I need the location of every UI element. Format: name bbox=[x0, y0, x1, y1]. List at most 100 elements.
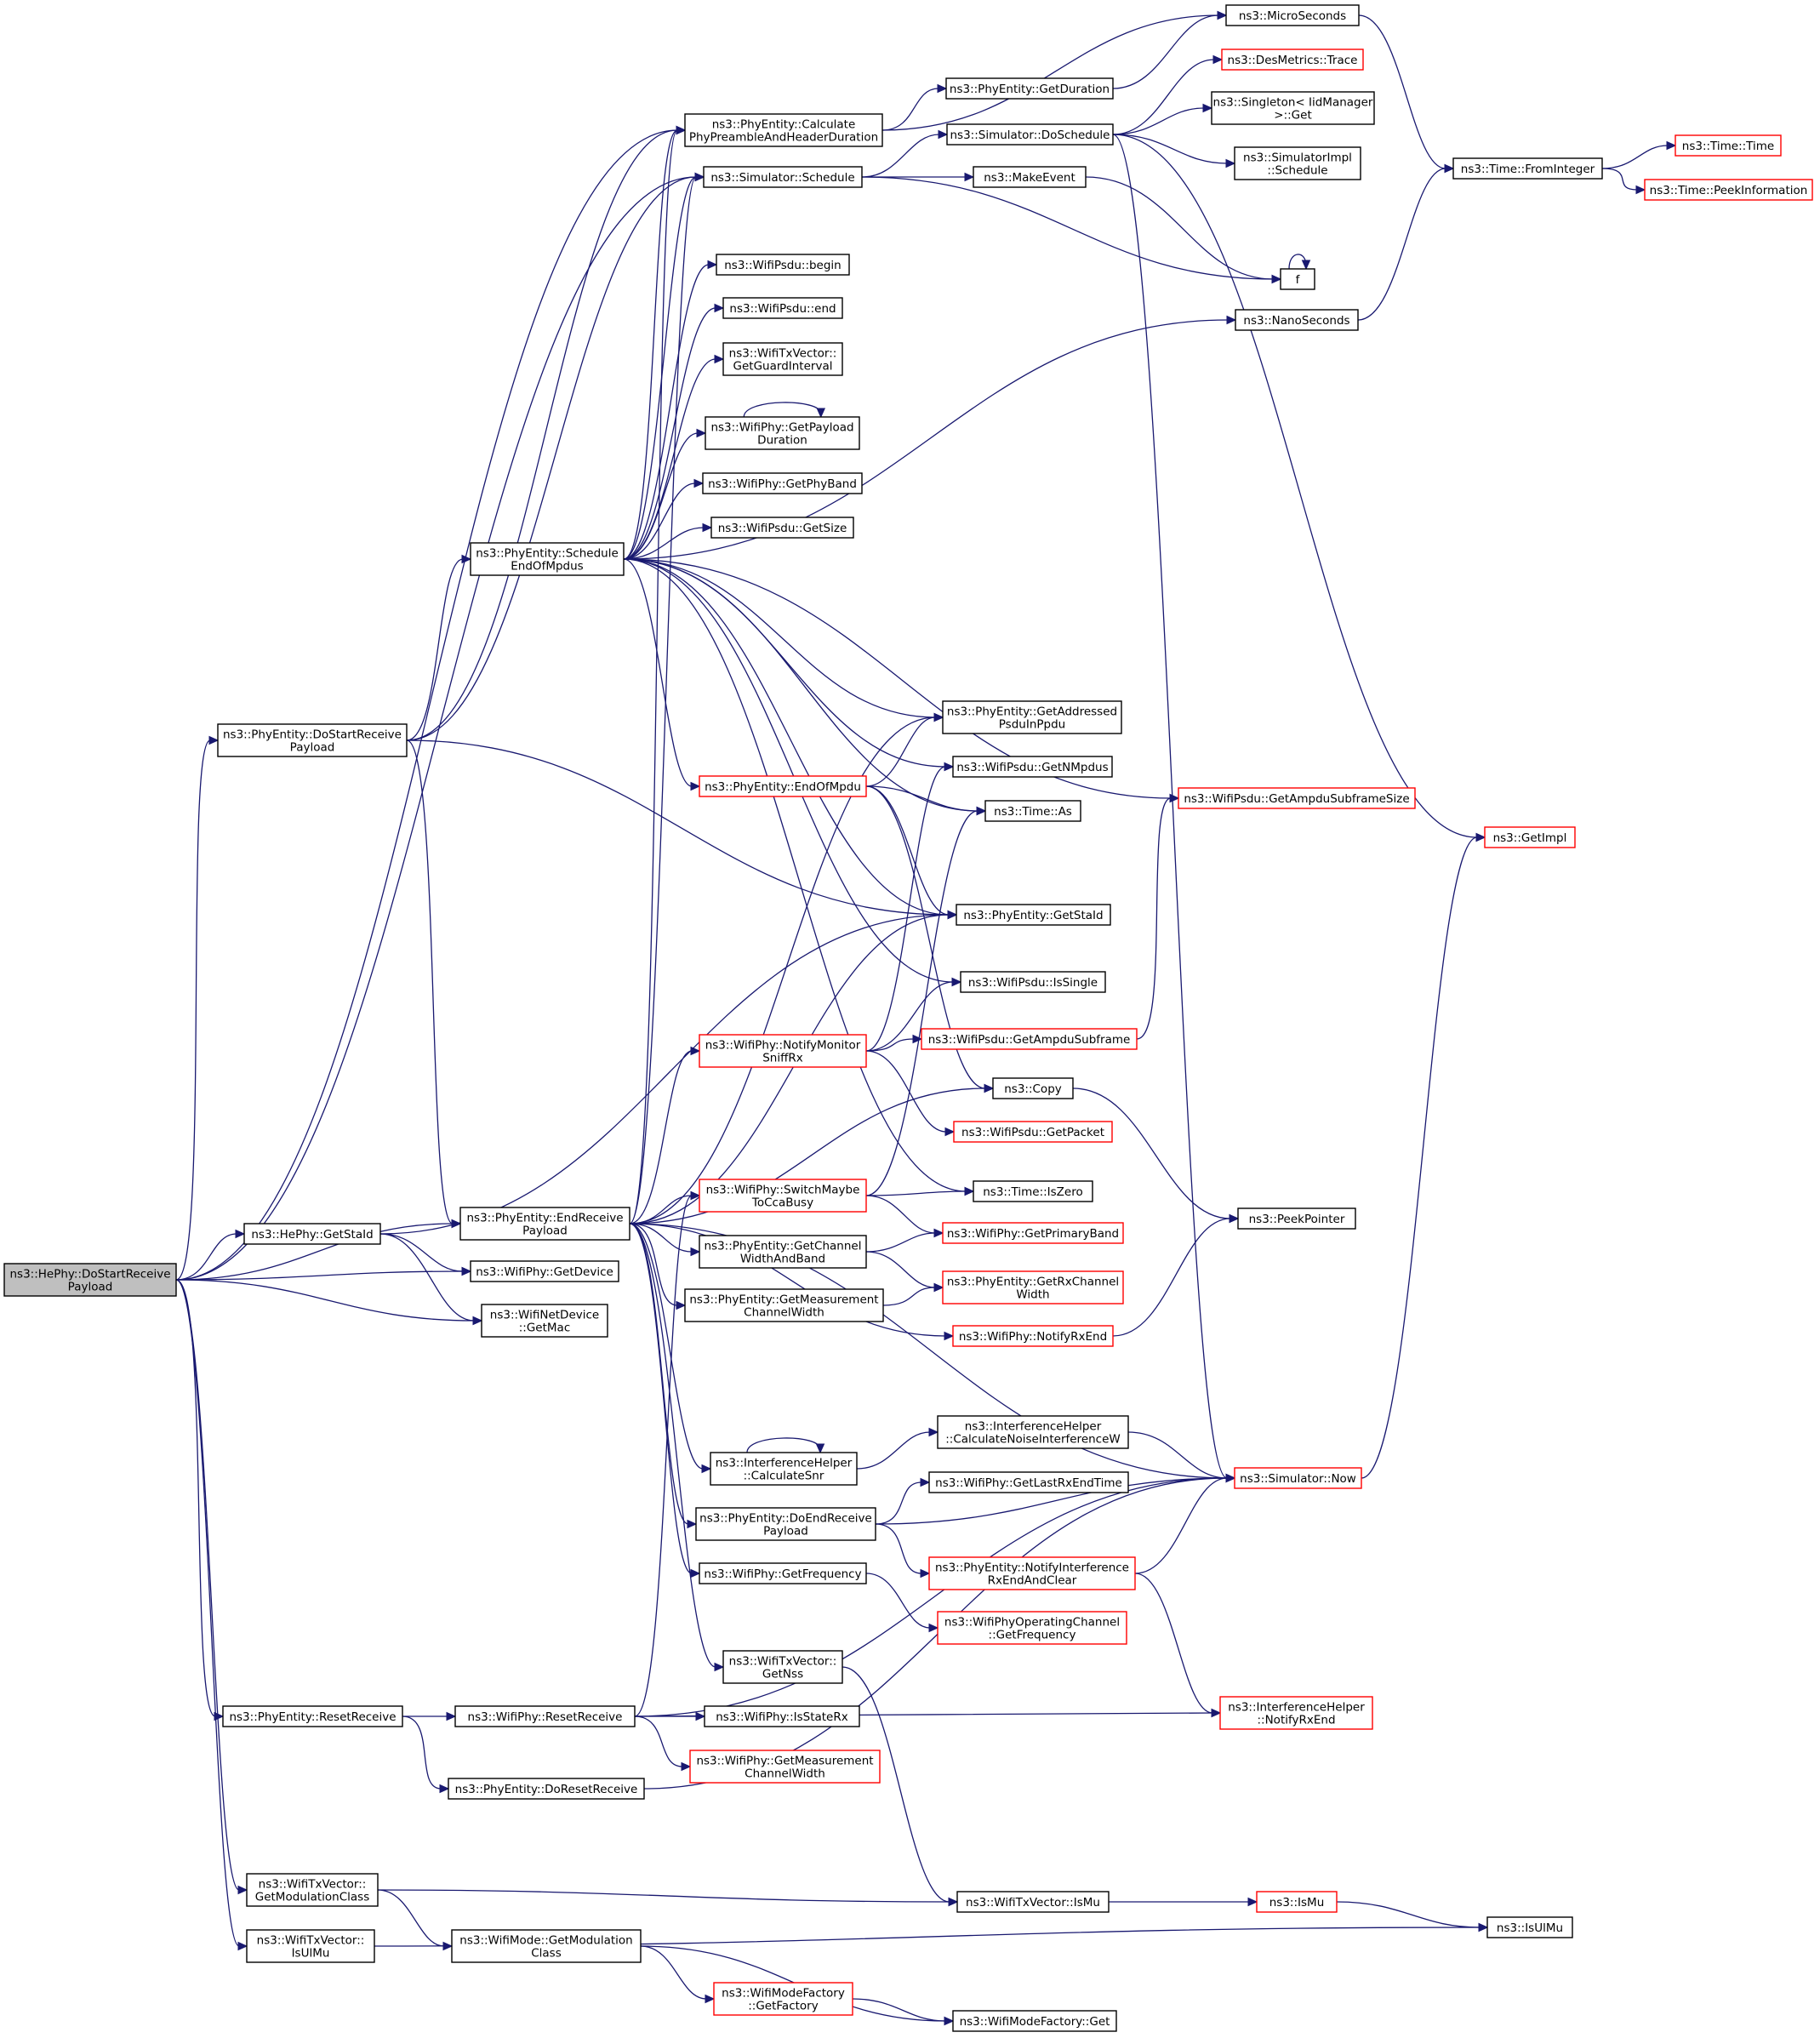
node-psdu-getampdusubframe[interactable]: ns3::WifiPsdu::GetAmpduSubframe bbox=[921, 1028, 1138, 1050]
edge-hephy_getstaid-to-netdev_getmac bbox=[379, 1233, 483, 1326]
node-label: WidthAndBand bbox=[740, 1253, 825, 1266]
node-label: ns3::PhyEntity::Schedule bbox=[476, 547, 619, 561]
node-time-time[interactable]: ns3::Time::Time bbox=[1675, 134, 1782, 157]
edge-pe_endreceive-to-phy_notifymonitor bbox=[629, 1046, 701, 1225]
node-pe-endofmpdu[interactable]: ns3::PhyEntity::EndOfMpdu bbox=[699, 775, 867, 797]
node-modefactory-get[interactable]: ns3::WifiModeFactory::Get bbox=[952, 2010, 1117, 2032]
node-singleton-get[interactable]: ns3::Singleton< IidManager>::Get bbox=[1211, 91, 1375, 125]
node-f[interactable]: f bbox=[1280, 268, 1315, 290]
node-pe-getmeasurementcw[interactable]: ns3::PhyEntity::GetMeasurementChannelWid… bbox=[684, 1288, 884, 1322]
node-label: ns3::WifiPsdu::GetNMpdus bbox=[956, 761, 1108, 774]
node-sim-doschedule[interactable]: ns3::Simulator::DoSchedule bbox=[946, 123, 1114, 146]
node-txv-ismu[interactable]: ns3::WifiTxVector::IsMu bbox=[956, 1891, 1110, 1913]
node-getimpl[interactable]: ns3::GetImpl bbox=[1484, 826, 1576, 848]
node-psdu-begin[interactable]: ns3::WifiPsdu::begin bbox=[716, 254, 850, 276]
edge-ih_calcnoise-to-sim_now bbox=[1127, 1431, 1236, 1483]
node-netdev-getmac[interactable]: ns3::WifiNetDevice::GetMac bbox=[481, 1304, 608, 1338]
node-peekpointer[interactable]: ns3::PeekPointer bbox=[1237, 1207, 1356, 1230]
node-pe-doresetreceive[interactable]: ns3::PhyEntity::DoResetReceive bbox=[448, 1778, 645, 1800]
node-label: ns3::PhyEntity::DoResetReceive bbox=[455, 1783, 638, 1796]
edge-sim_doschedule-to-desmetrics bbox=[1112, 54, 1224, 135]
node-time-frominteger[interactable]: ns3::Time::FromInteger bbox=[1452, 157, 1603, 180]
edge-pe_getduration-to-microseconds bbox=[1112, 10, 1228, 89]
edge-makeevent-to-f bbox=[1085, 176, 1282, 284]
edge-pe_endreceive-to-pe_getaddressed bbox=[629, 712, 944, 1225]
node-time-as[interactable]: ns3::Time::As bbox=[984, 800, 1081, 822]
node-isulmu[interactable]: ns3::IsUlMu bbox=[1486, 1916, 1573, 1938]
node-makeevent[interactable]: ns3::MakeEvent bbox=[973, 166, 1087, 188]
node-time-peekinfo[interactable]: ns3::Time::PeekInformation bbox=[1644, 179, 1813, 201]
node-desmetrics[interactable]: ns3::DesMetrics::Trace bbox=[1221, 49, 1364, 71]
node-modefactory-getfactory[interactable]: ns3::WifiModeFactory::GetFactory bbox=[713, 1982, 853, 2016]
node-ismu[interactable]: ns3::IsMu bbox=[1256, 1891, 1338, 1913]
edge-phy_resetreceive-to-phy_switchmaybe bbox=[634, 1190, 701, 1717]
edge-txv_getnss-to-txv_ismu bbox=[842, 1666, 959, 1907]
edge-mode_getmodclass-to-modefactory_getfactory bbox=[640, 1945, 716, 2004]
node-pe-resetreceive[interactable]: ns3::PhyEntity::ResetReceive bbox=[222, 1705, 403, 1727]
node-sim-schedule[interactable]: ns3::Simulator::Schedule bbox=[703, 166, 863, 188]
node-ih-calcsnr[interactable]: ns3::InterferenceHelper::CalculateSnr bbox=[710, 1452, 858, 1486]
node-label: ::GetFactory bbox=[748, 2000, 818, 2013]
node-phy-getlastrxend[interactable]: ns3::WifiPhy::GetLastRxEndTime bbox=[928, 1471, 1129, 1493]
edge-pe_schedule_eom-to-psdu_issingle bbox=[623, 558, 962, 987]
node-pe-notifyinterference[interactable]: ns3::PhyEntity::NotifyInterferenceRxEndA… bbox=[928, 1556, 1136, 1590]
node-phy-resetreceive[interactable]: ns3::WifiPhy::ResetReceive bbox=[454, 1705, 636, 1727]
node-phy-notifyrxend[interactable]: ns3::WifiPhy::NotifyRxEnd bbox=[952, 1325, 1114, 1347]
edge-pe_schedule_eom-to-psdu_begin bbox=[623, 260, 718, 560]
node-opchannel-getfreq[interactable]: ns3::WifiPhyOperatingChannel::GetFrequen… bbox=[937, 1611, 1127, 1645]
node-phy-getprimaryband[interactable]: ns3::WifiPhy::GetPrimaryBand bbox=[942, 1222, 1124, 1244]
node-label: ns3::PhyEntity::GetAddressed bbox=[947, 705, 1117, 719]
node-phy-isstaterx[interactable]: ns3::WifiPhy::IsStateRx bbox=[704, 1705, 860, 1727]
node-simimpl-schedule[interactable]: ns3::SimulatorImpl::Schedule bbox=[1234, 146, 1361, 180]
edge-hephy_dostart-to-hephy_getstaid bbox=[175, 1229, 246, 1281]
node-psdu-getnmpdus[interactable]: ns3::WifiPsdu::GetNMpdus bbox=[952, 756, 1113, 778]
node-microseconds[interactable]: ns3::MicroSeconds bbox=[1225, 4, 1360, 26]
node-phy-getphyband[interactable]: ns3::WifiPhy::GetPhyBand bbox=[702, 472, 863, 494]
node-phy-getdevice[interactable]: ns3::WifiPhy::GetDevice bbox=[470, 1260, 619, 1282]
edge-phy_notifymonitor-to-psdu_getpacket bbox=[865, 1050, 956, 1137]
node-hephy-getstaid[interactable]: ns3::HePhy::GetStaId bbox=[243, 1223, 381, 1245]
node-txv-getmodclass[interactable]: ns3::WifiTxVector::GetModulationClass bbox=[246, 1873, 379, 1907]
node-ih-notifyrxend[interactable]: ns3::InterferenceHelper::NotifyRxEnd bbox=[1219, 1696, 1373, 1730]
node-psdu-getsize[interactable]: ns3::WifiPsdu::GetSize bbox=[710, 517, 854, 539]
node-label: IsUlMu bbox=[292, 1947, 330, 1961]
node-label: ns3::WifiPsdu::end bbox=[729, 302, 836, 316]
node-psdu-issingle[interactable]: ns3::WifiPsdu::IsSingle bbox=[960, 971, 1106, 993]
node-nanoseconds[interactable]: ns3::NanoSeconds bbox=[1235, 309, 1359, 331]
edge-hephy_dostart-to-txv_getmodclass bbox=[175, 1279, 248, 1895]
node-label: ns3::Time::PeekInformation bbox=[1650, 184, 1808, 197]
node-pe-calcpreamble[interactable]: ns3::PhyEntity::CalculatePhyPreambleAndH… bbox=[684, 113, 883, 147]
node-label: ns3::Simulator::Now bbox=[1240, 1472, 1356, 1486]
node-pe-getduration[interactable]: ns3::PhyEntity::GetDuration bbox=[945, 77, 1114, 100]
edge-ih_calcsnr-to-ih_calcsnr bbox=[746, 1437, 825, 1454]
node-phy-getfrequency[interactable]: ns3::WifiPhy::GetFrequency bbox=[699, 1562, 867, 1584]
node-label: ns3::PhyEntity::GetChannel bbox=[705, 1240, 862, 1253]
edge-phy_getpayloaddur-to-phy_getpayloaddur bbox=[743, 402, 826, 419]
node-psdu-end[interactable]: ns3::WifiPsdu::end bbox=[722, 297, 843, 319]
node-mode-getmodclass[interactable]: ns3::WifiMode::GetModulationClass bbox=[451, 1929, 642, 1963]
edge-pe_endreceive-to-pe_doendreceive bbox=[629, 1223, 698, 1529]
node-sim-now[interactable]: ns3::Simulator::Now bbox=[1234, 1467, 1362, 1489]
node-pe-getstaid[interactable]: ns3::PhyEntity::GetStaId bbox=[956, 904, 1111, 926]
node-copy[interactable]: ns3::Copy bbox=[992, 1077, 1074, 1099]
node-txv-getnss[interactable]: ns3::WifiTxVector::GetNss bbox=[722, 1650, 843, 1684]
edge-txv_getmodclass-to-txv_ismu bbox=[377, 1889, 959, 1907]
node-psdu-getpacket[interactable]: ns3::WifiPsdu::GetPacket bbox=[953, 1121, 1113, 1143]
node-psdu-getampdusubframesize[interactable]: ns3::WifiPsdu::GetAmpduSubframeSize bbox=[1178, 787, 1416, 809]
node-txv-getgi[interactable]: ns3::WifiTxVector::GetGuardInterval bbox=[722, 342, 843, 376]
node-time-iszero[interactable]: ns3::Time::IsZero bbox=[973, 1180, 1093, 1202]
node-txv-isulmu[interactable]: ns3::WifiTxVector::IsUlMu bbox=[246, 1929, 375, 1963]
node-ih-calcnoise[interactable]: ns3::InterferenceHelper::CalculateNoiseI… bbox=[937, 1415, 1129, 1449]
